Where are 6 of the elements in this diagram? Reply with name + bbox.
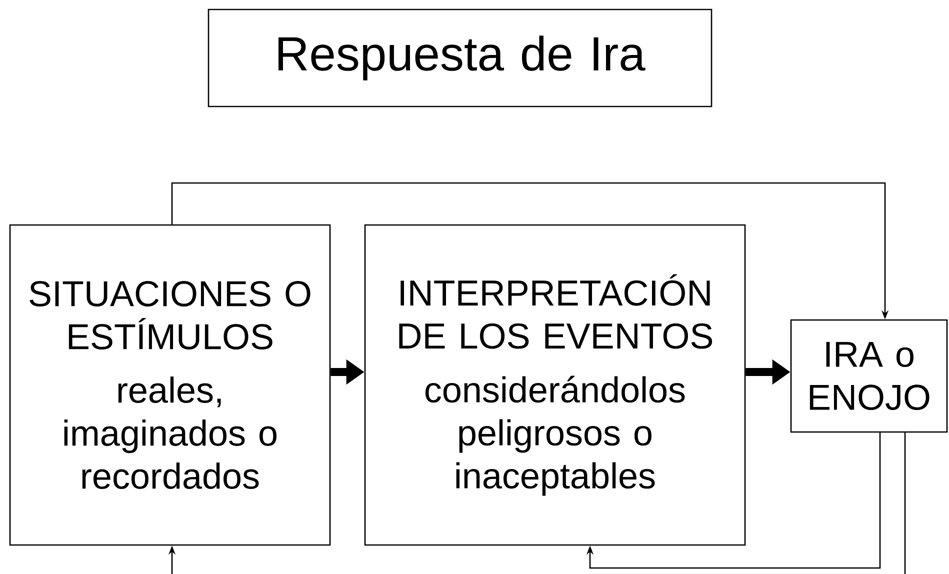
emotion-box: IRA o ENOJO (790, 319, 948, 433)
process-box: SITUACIONES O ESTÍMULOS reales, imaginados o recordados (9, 224, 331, 546)
title-box: Respuesta de Ira (208, 8, 712, 108)
connector-line (904, 432, 906, 574)
process-box: INTERPRETACIÓN DE LOS EVENTOS considerándolos peligrosos o inaceptables (364, 224, 746, 546)
arrow (586, 432, 881, 569)
